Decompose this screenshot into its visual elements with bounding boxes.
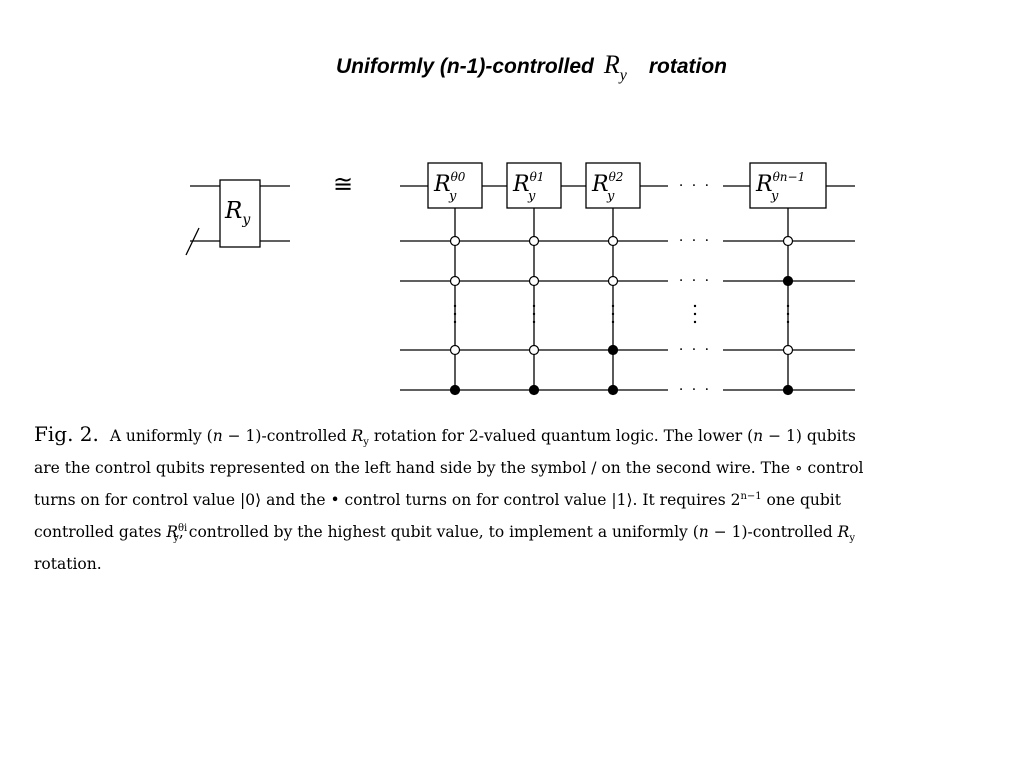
caption-sup: θi bbox=[178, 522, 188, 534]
caption-var: R bbox=[837, 523, 850, 541]
caption-line-2: are the control qubits represented on th… bbox=[34, 459, 864, 477]
caption-text: − 1)-controlled bbox=[708, 523, 838, 541]
control-dot-filled bbox=[607, 384, 619, 396]
caption-line-5: rotation. bbox=[34, 555, 102, 573]
caption-text: , controlled by the highest qubit value,… bbox=[178, 523, 699, 541]
caption-sup: n−1 bbox=[740, 490, 762, 502]
horizontal-ellipsis: · · · bbox=[679, 178, 711, 194]
caption-line-3: turns on for control value |0⟩ and the •… bbox=[34, 484, 979, 516]
control-dot-open bbox=[528, 344, 540, 356]
horizontal-ellipsis: · · · bbox=[679, 233, 711, 249]
control-dot-open bbox=[607, 235, 619, 247]
rotation-gate-box bbox=[506, 162, 562, 209]
equivalence-symbol: ≅ bbox=[333, 170, 353, 198]
control-dot-open bbox=[449, 275, 461, 287]
caption-text: − 1)-controlled bbox=[222, 427, 352, 445]
control-dot-open bbox=[782, 344, 794, 356]
title-symbol: R bbox=[603, 50, 620, 79]
caption-sub: y bbox=[173, 533, 179, 545]
caption-var: R bbox=[351, 427, 364, 445]
figure-label: Fig. 2. bbox=[34, 422, 99, 446]
caption-sub: y bbox=[363, 437, 369, 449]
caption-var: n bbox=[753, 427, 764, 445]
slide-title: Uniformly (n-1)-controlled Ry rotation bbox=[336, 50, 727, 84]
caption-text: one qubit bbox=[761, 491, 841, 509]
caption-var: n bbox=[698, 523, 709, 541]
title-text-after: rotation bbox=[648, 55, 727, 78]
horizontal-ellipsis: · · · bbox=[679, 273, 711, 289]
caption-line-4: controlled gates Rθiy, controlled by the… bbox=[34, 516, 979, 548]
left-gate-label: Ry bbox=[224, 198, 251, 228]
vertical-ellipsis-dot bbox=[693, 312, 697, 316]
caption-text: controlled gates bbox=[34, 523, 167, 541]
figure-caption: Fig. 2. A uniformly (n − 1)-controlled R… bbox=[34, 418, 979, 580]
caption-line-1: Fig. 2. A uniformly (n − 1)-controlled R… bbox=[34, 418, 979, 452]
title-symbol-subscript: y bbox=[619, 67, 627, 84]
rotation-gate-box bbox=[585, 162, 641, 209]
left-gate-box bbox=[219, 179, 261, 248]
control-dot-open bbox=[782, 235, 794, 247]
control-dot-open bbox=[449, 235, 461, 247]
control-dot-filled bbox=[782, 384, 794, 396]
caption-text: A uniformly ( bbox=[109, 427, 213, 445]
title-text-before: Uniformly (n-1)-controlled bbox=[336, 55, 594, 78]
control-dot-open bbox=[449, 344, 461, 356]
left-circuit bbox=[185, 179, 290, 256]
control-dot-filled bbox=[528, 384, 540, 396]
control-dot-open bbox=[528, 235, 540, 247]
control-dot-open bbox=[528, 275, 540, 287]
caption-text: rotation for 2-valued quantum logic. The… bbox=[368, 427, 754, 445]
rotation-gate-box bbox=[427, 162, 483, 209]
vertical-ellipsis-dot bbox=[693, 320, 697, 324]
rotation-gate-box bbox=[749, 162, 827, 209]
vertical-ellipsis-dot bbox=[693, 304, 697, 308]
horizontal-ellipsis: · · · bbox=[679, 342, 711, 358]
caption-var: R bbox=[166, 523, 179, 541]
caption-text: turns on for control value |0⟩ and the •… bbox=[34, 491, 741, 509]
caption-var: n bbox=[212, 427, 223, 445]
caption-text: − 1) qubits bbox=[763, 427, 856, 445]
caption-sub: y bbox=[849, 533, 855, 545]
control-dot-filled bbox=[782, 275, 794, 287]
multi-wire-slash bbox=[185, 227, 200, 256]
control-dot-filled bbox=[449, 384, 461, 396]
horizontal-ellipsis: · · · bbox=[679, 382, 711, 398]
control-dot-open bbox=[607, 275, 619, 287]
control-dot-filled bbox=[607, 344, 619, 356]
